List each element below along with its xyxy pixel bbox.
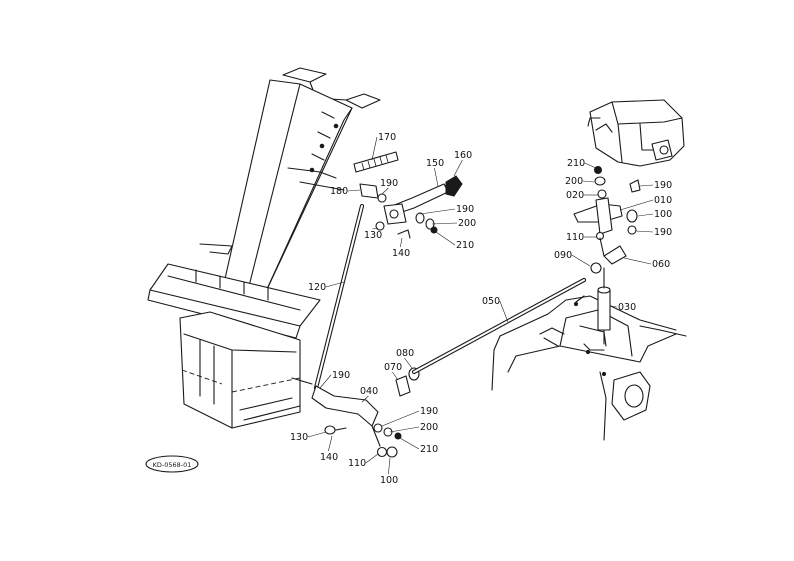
part-label-110: 110 (566, 232, 584, 243)
part-label-020: 020 (566, 190, 584, 201)
rod-120 (313, 203, 365, 391)
right-linkage (573, 166, 641, 345)
part-label-210: 210 (420, 444, 438, 455)
part-label-160: 160 (454, 150, 472, 161)
part-label-040: 040 (360, 386, 378, 397)
part-label-210: 210 (567, 158, 585, 169)
part-label-210: 210 (456, 240, 474, 251)
part-label-120: 120 (308, 282, 326, 293)
part-label-080: 080 (396, 348, 414, 359)
lower-linkage (311, 367, 420, 458)
part-label-190: 190 (654, 180, 672, 191)
leader-line-120 (325, 281, 345, 288)
leader-line-090 (571, 254, 591, 267)
part-label-130: 130 (364, 230, 382, 241)
leader-line-130 (307, 431, 327, 438)
part-label-200: 200 (458, 218, 476, 229)
leader-line-130 (372, 227, 379, 230)
part-label-200: 200 (565, 176, 583, 187)
part-label-100: 100 (380, 475, 398, 486)
leader-line-190 (639, 184, 654, 187)
leader-line-100 (388, 457, 391, 475)
upper-pivot-shaft (287, 167, 379, 199)
part-label-170: 170 (378, 132, 396, 143)
leader-line-200 (389, 426, 420, 433)
part-label-030: 030 (618, 302, 636, 313)
part-label-180: 180 (330, 186, 348, 197)
leader-line-210 (435, 231, 456, 246)
part-label-100: 100 (654, 209, 672, 220)
leader-line-210 (584, 162, 597, 169)
leader-line-170 (371, 136, 378, 161)
part-label-190: 190 (456, 204, 474, 215)
part-label-140: 140 (320, 452, 338, 463)
part-label-190: 190 (380, 178, 398, 189)
leader-line-080 (404, 357, 413, 369)
leader-lines (307, 136, 654, 475)
part-label-200: 200 (420, 422, 438, 433)
part-label-190: 190 (654, 227, 672, 238)
upper-linkage (353, 151, 463, 239)
leader-line-180 (347, 189, 361, 192)
leader-line-010 (619, 199, 654, 211)
leader-line-040 (361, 395, 369, 403)
steering-column-assembly (147, 67, 381, 429)
leader-line-200 (582, 180, 595, 183)
rod-050 (411, 277, 587, 375)
leader-line-200 (431, 222, 458, 225)
code-stamp: KD-0568-01 (145, 455, 199, 473)
leader-line-190 (381, 410, 420, 427)
leader-line-030 (609, 305, 618, 308)
valve-block (587, 99, 685, 167)
part-label-190: 190 (420, 406, 438, 417)
part-label-110: 110 (348, 458, 366, 469)
part-labels: 170 150 160 190 180 190 200 130 210 140 120 050 080 0… (290, 132, 672, 486)
leader-line-140 (400, 237, 403, 248)
part-label-150: 150 (426, 158, 444, 169)
part-label-130: 130 (290, 432, 308, 443)
leader-line-050 (499, 300, 509, 323)
code-stamp-text: KD-0568-01 (153, 461, 192, 469)
leader-line-070 (392, 371, 399, 381)
part-label-190: 190 (332, 370, 350, 381)
part-label-090: 090 (554, 250, 572, 261)
part-label-140: 140 (392, 248, 410, 259)
transmission-housing (491, 295, 687, 441)
part-label-060: 060 (652, 259, 670, 270)
leader-line-210 (399, 437, 420, 450)
leader-line-110 (365, 453, 379, 464)
leader-line-190 (381, 187, 389, 195)
leader-line-060 (623, 257, 652, 265)
part-label-010: 010 (654, 195, 672, 206)
leader-line-190 (319, 374, 332, 389)
part-label-050: 050 (482, 296, 500, 307)
leader-line-190 (419, 208, 456, 215)
part-label-070: 070 (384, 362, 402, 373)
leader-line-190 (635, 230, 654, 233)
leader-line-140 (328, 435, 333, 452)
leader-line-160 (453, 159, 463, 177)
leader-line-100 (637, 213, 654, 217)
leader-line-150 (434, 167, 439, 187)
